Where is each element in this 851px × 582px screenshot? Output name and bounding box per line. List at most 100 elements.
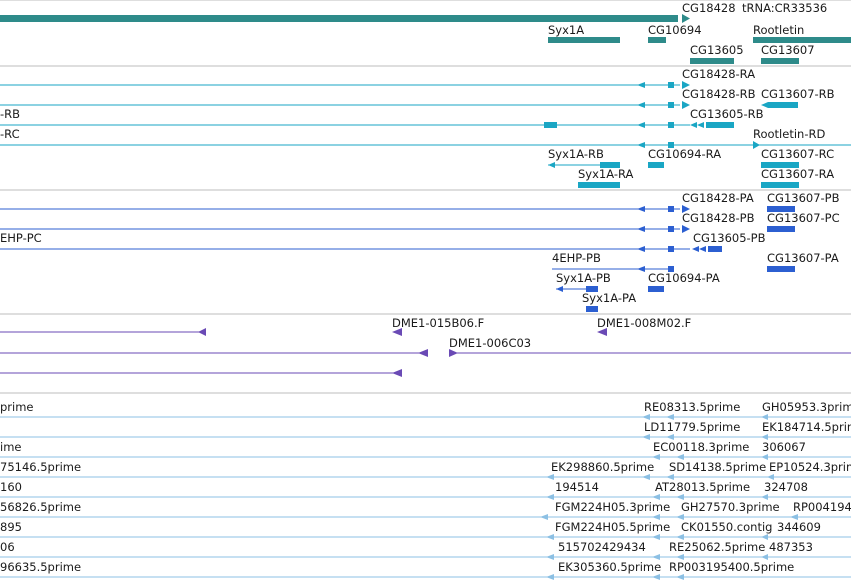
clone-track: DME1-015B06.F DME1-008M02.F DME1-006C03 — [0, 316, 851, 377]
gene-label[interactable]: Syx1A — [548, 23, 584, 37]
protein-label[interactable]: CG13607-PC — [767, 211, 840, 225]
est-label[interactable]: 324708 — [764, 480, 808, 494]
gene-feature[interactable] — [690, 58, 734, 64]
gene-feature[interactable] — [761, 58, 799, 64]
est-label[interactable]: EK184714.5prime — [762, 420, 851, 434]
gene-label[interactable]: CG13605 — [690, 43, 744, 57]
est-label[interactable]: ime — [0, 440, 21, 454]
gene-feature[interactable] — [0, 15, 678, 22]
protein-label[interactable]: CG13607-PA — [767, 251, 839, 265]
triangle-left-icon — [676, 574, 684, 580]
triangle-right-icon[interactable] — [682, 14, 690, 23]
triangle-right-icon — [682, 205, 690, 213]
gene-feature[interactable] — [548, 37, 620, 43]
est-label[interactable]: RE08313.5prime — [644, 400, 740, 414]
triangle-left-icon — [637, 246, 645, 252]
gene-label[interactable]: CG18428 — [682, 1, 736, 15]
est-label[interactable]: EK305360.5prime — [558, 560, 661, 574]
clone-label[interactable]: DME1-015B06.F — [392, 316, 484, 330]
clone-label[interactable]: DME1-008M02.F — [597, 316, 691, 330]
transcript-label[interactable]: CG13607-RB — [761, 87, 835, 101]
est-label[interactable]: 306067 — [762, 440, 806, 454]
triangle-left-icon — [666, 414, 674, 420]
transcript-label[interactable]: CG13607-RC — [761, 147, 834, 161]
triangle-left-icon — [546, 574, 554, 580]
est-label[interactable]: CK01550.contig — [681, 520, 772, 534]
est-label[interactable]: RP003195400.5prime — [669, 560, 794, 574]
triangle-left-icon — [790, 514, 798, 520]
est-label[interactable]: FGM224H05.5prime — [555, 520, 670, 534]
est-label[interactable]: EK298860.5prime — [551, 460, 654, 474]
clone-label[interactable]: DME1-006C03 — [449, 336, 531, 350]
protein-label[interactable]: 4EHP-PB — [552, 251, 601, 265]
est-label[interactable]: LD11779.5prime — [644, 420, 740, 434]
protein-label[interactable]: CG13605-PB — [693, 231, 766, 245]
track-dividers — [0, 0, 851, 394]
triangle-left-icon — [676, 494, 684, 500]
triangle-left-icon — [637, 122, 645, 128]
gene-label[interactable]: CG13607 — [761, 43, 815, 57]
exon — [668, 266, 674, 272]
est-label[interactable]: 96635.5prime — [0, 560, 81, 574]
triangle-left-icon — [652, 534, 660, 540]
est-label[interactable]: 487353 — [769, 540, 813, 554]
protein-label[interactable]: CG18428-PB — [682, 211, 755, 225]
transcript-label[interactable]: CG18428-RB — [682, 87, 756, 101]
gene-feature[interactable] — [753, 37, 851, 43]
est-label[interactable]: SD14138.5prime — [669, 460, 766, 474]
triangle-right-icon — [682, 101, 690, 109]
gene-label[interactable]: Rootletin — [753, 23, 804, 37]
est-label[interactable]: 160 — [0, 480, 22, 494]
triangle-left-icon — [198, 328, 206, 336]
protein-label[interactable]: Syx1A-PA — [582, 291, 636, 305]
est-label[interactable]: RP004194 — [793, 500, 851, 514]
transcript-label[interactable]: Rootletin-RD — [753, 127, 825, 141]
protein-label[interactable]: CG18428-PA — [682, 191, 754, 205]
est-label[interactable]: 194514 — [555, 480, 599, 494]
protein-label[interactable]: Syx1A-PB — [556, 271, 611, 285]
transcript-label[interactable]: CG10694-RA — [648, 147, 721, 161]
est-label[interactable]: EC00118.3prime — [653, 440, 749, 454]
transcript-label[interactable]: CG13605-RB — [690, 107, 764, 121]
protein-label[interactable]: EHP-PC — [0, 231, 42, 245]
est-label[interactable]: 344609 — [777, 520, 821, 534]
est-label[interactable]: FGM224H05.3prime — [555, 500, 670, 514]
est-label[interactable]: 06 — [0, 540, 15, 554]
est-label[interactable]: AT28013.5prime — [655, 480, 750, 494]
gene-label[interactable]: CG10694 — [648, 23, 702, 37]
triangle-left-icon — [597, 328, 607, 336]
exon — [708, 246, 722, 252]
triangle-left-icon — [392, 328, 402, 336]
est-label[interactable]: GH05953.3prime — [762, 400, 851, 414]
est-label[interactable]: 895 — [0, 520, 22, 534]
transcript-label[interactable]: CG18428-RA — [682, 67, 755, 81]
triangle-left-icon — [556, 286, 563, 292]
triangle-left-icon — [666, 474, 674, 480]
est-label[interactable]: RE25062.5prime — [669, 540, 765, 554]
transcript-label[interactable]: CG13607-RA — [761, 167, 834, 181]
est-label[interactable]: 56826.5prime — [0, 500, 81, 514]
est-label[interactable]: 75146.5prime — [0, 460, 81, 474]
triangle-left-icon — [761, 554, 768, 560]
protein-label[interactable]: CG10694-PA — [648, 271, 720, 285]
transcript-label[interactable]: -RB — [0, 107, 20, 121]
exon — [668, 122, 674, 128]
est-label[interactable]: EP10524.3prime — [769, 460, 851, 474]
gene-label[interactable]: tRNA:CR33536 — [742, 1, 827, 15]
triangle-left-icon — [546, 474, 554, 480]
triangle-left-icon — [761, 494, 768, 500]
triangle-left-icon — [637, 226, 645, 232]
triangle-left-icon — [637, 266, 645, 272]
est-label[interactable]: 515702429434 — [558, 540, 646, 554]
exon — [767, 266, 795, 272]
triangle-left-icon — [546, 554, 554, 560]
est-label[interactable]: prime — [0, 400, 34, 414]
est-label[interactable]: GH27570.3prime — [681, 500, 780, 514]
transcript-label[interactable]: Syx1A-RB — [548, 147, 604, 161]
transcript-label[interactable]: -RC — [0, 127, 20, 141]
protein-label[interactable]: CG13607-PB — [767, 191, 840, 205]
gene-feature[interactable] — [648, 37, 666, 43]
triangle-right-icon — [682, 81, 690, 89]
transcript-label[interactable]: Syx1A-RA — [578, 167, 634, 181]
